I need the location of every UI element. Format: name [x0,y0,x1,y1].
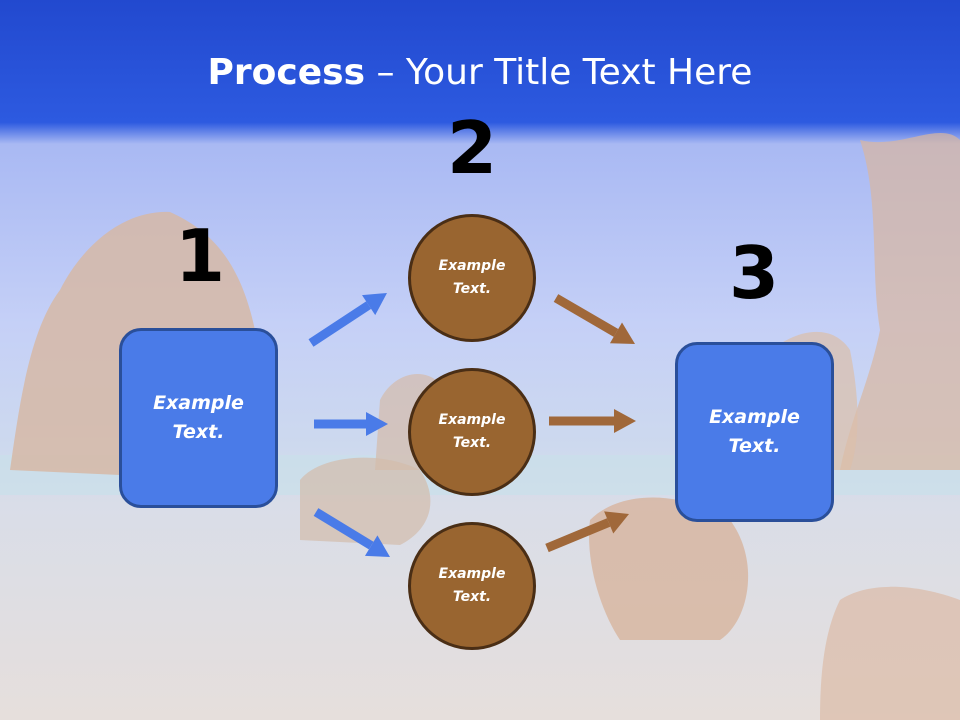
circle-middle-text: Example Text. [438,412,506,451]
arrow-to-circle-bottom-icon [313,508,390,557]
step-3-number: 3 [728,231,780,315]
step-2-circle-bottom: Example Text. [408,522,536,650]
step-2-number: 2 [446,106,498,190]
circle-top-text: Example Text. [438,258,506,297]
step-1-box: Example Text. [119,328,278,508]
step-1-number: 1 [174,214,226,298]
step-3-text: Example Text. [709,406,800,457]
step-2-circle-top: Example Text. [408,214,536,342]
arrow-to-circle-top-icon [308,293,387,347]
arrow-from-circle-top-icon [553,294,635,344]
step-1-text: Example Text. [153,392,244,443]
step-2-circle-middle: Example Text. [408,368,536,496]
circle-bottom-text: Example Text. [438,566,506,605]
arrow-from-circle-middle-icon [549,409,636,433]
arrow-from-circle-bottom-icon [545,511,629,553]
slide-title: Process – Your Title Text Here [207,52,753,93]
step-3-box: Example Text. [675,342,834,522]
arrow-to-circle-middle-icon [314,412,388,436]
